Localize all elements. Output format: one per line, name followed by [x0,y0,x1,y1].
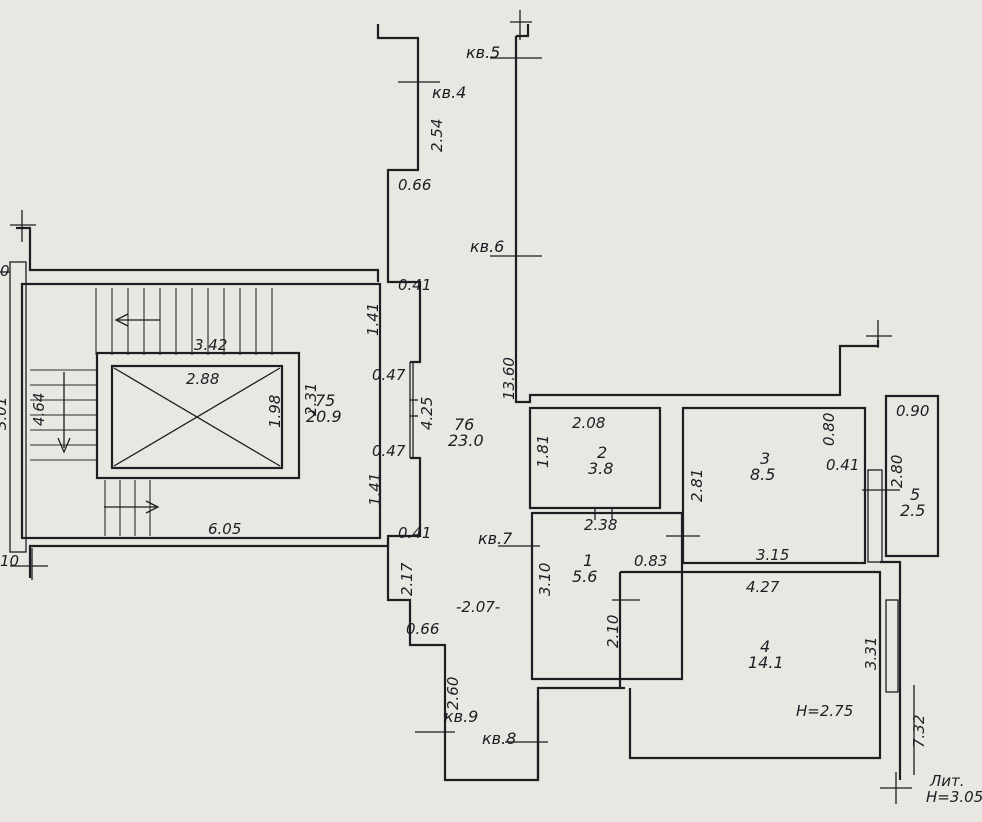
room-76-number: 76 [454,415,474,434]
dim-2-17: 2.17 [398,562,416,596]
dim-3-31: 3.31 [862,637,880,670]
dim-0-41-room3: 0.41 [826,456,859,474]
apartment-walls [528,394,940,780]
dim-2-60: 2.60 [444,677,462,710]
stamp-lit: Лит. [929,772,965,790]
dim-3-10: 3.10 [536,563,554,596]
room-1-number: 1 [583,551,593,570]
apt-label-kv9: кв.9 [444,707,478,726]
room-76-area: 23.0 [448,431,484,450]
dim-3-15: 3.15 [756,546,789,564]
apt-label-kv7: кв.7 [478,529,513,548]
room-75-number: 75 [315,391,335,410]
dim-2-88: 2.88 [186,370,219,388]
dim-0-83: 0.83 [634,552,667,570]
dim-1-81: 1.81 [534,435,552,468]
room-1-area: 5.6 [572,567,597,586]
dim-0-47-top: 0.47 [372,366,406,384]
doorway-75-76 [409,362,418,458]
room-5-number: 5 [910,485,920,504]
dim-0-left: 0 [0,262,10,280]
dim-6-05: 6.05 [208,520,241,538]
apt-label-kv8: кв.8 [482,729,516,748]
corridor-walls [376,24,880,782]
dim-0-80: 0.80 [820,413,838,446]
apt-label-kv4: кв.4 [432,83,466,102]
stairs [30,288,273,536]
dim-2-81: 2.81 [688,469,706,502]
stamp-height: H=3.05 [926,788,982,806]
ceiling-height-room4: H=2.75 [796,702,853,720]
room-2-area: 3.8 [588,459,613,478]
dim-4-25: 4.25 [418,397,436,430]
room-4-number: 4 [760,637,770,656]
dim-2-31: 2.31 [302,383,320,416]
dim-0-41-top: 0.41 [398,276,431,294]
dim-1-98: 1.98 [266,395,284,428]
dim-3-01: 3.01 [0,397,10,430]
dim-0-47-bottom: 0.47 [372,442,406,460]
dim-2-80: 2.80 [888,455,906,488]
dim-2-38: 2.38 [584,516,617,534]
dim-2-54: 2.54 [428,119,446,152]
dim-3-42: 3.42 [194,336,227,354]
dim-0-90: 0.90 [896,402,929,420]
room-2-number: 2 [597,443,607,462]
apt-label-kv5: кв.5 [466,43,500,62]
dim-1-41-bottom: 1.41 [366,473,384,506]
dim-10-left: 10 [0,552,19,570]
room-3-area: 8.5 [750,465,775,484]
dim-1-41-top: 1.41 [364,303,382,336]
room-4-area: 14.1 [748,653,784,672]
room-5-area: 2.5 [900,501,925,520]
dim-2-07: -2.07- [456,598,500,616]
dim-0-66-top: 0.66 [398,176,431,194]
dim-0-41-bottom: 0.41 [398,524,431,542]
axis-ticks [0,10,915,804]
dim-0-66-bottom: 0.66 [406,620,439,638]
dim-2-08: 2.08 [572,414,605,432]
dim-4-64: 4.64 [30,393,48,426]
dim-4-27: 4.27 [746,578,780,596]
room-3-number: 3 [760,449,770,468]
apt-label-kv6: кв.6 [470,237,504,256]
dim-7-32: 7.32 [910,715,928,748]
dim-2-10: 2.10 [604,615,622,648]
stair-hall-walls [9,226,390,578]
room-75-area: 20.9 [306,407,342,426]
dim-13-60: 13.60 [500,357,518,400]
